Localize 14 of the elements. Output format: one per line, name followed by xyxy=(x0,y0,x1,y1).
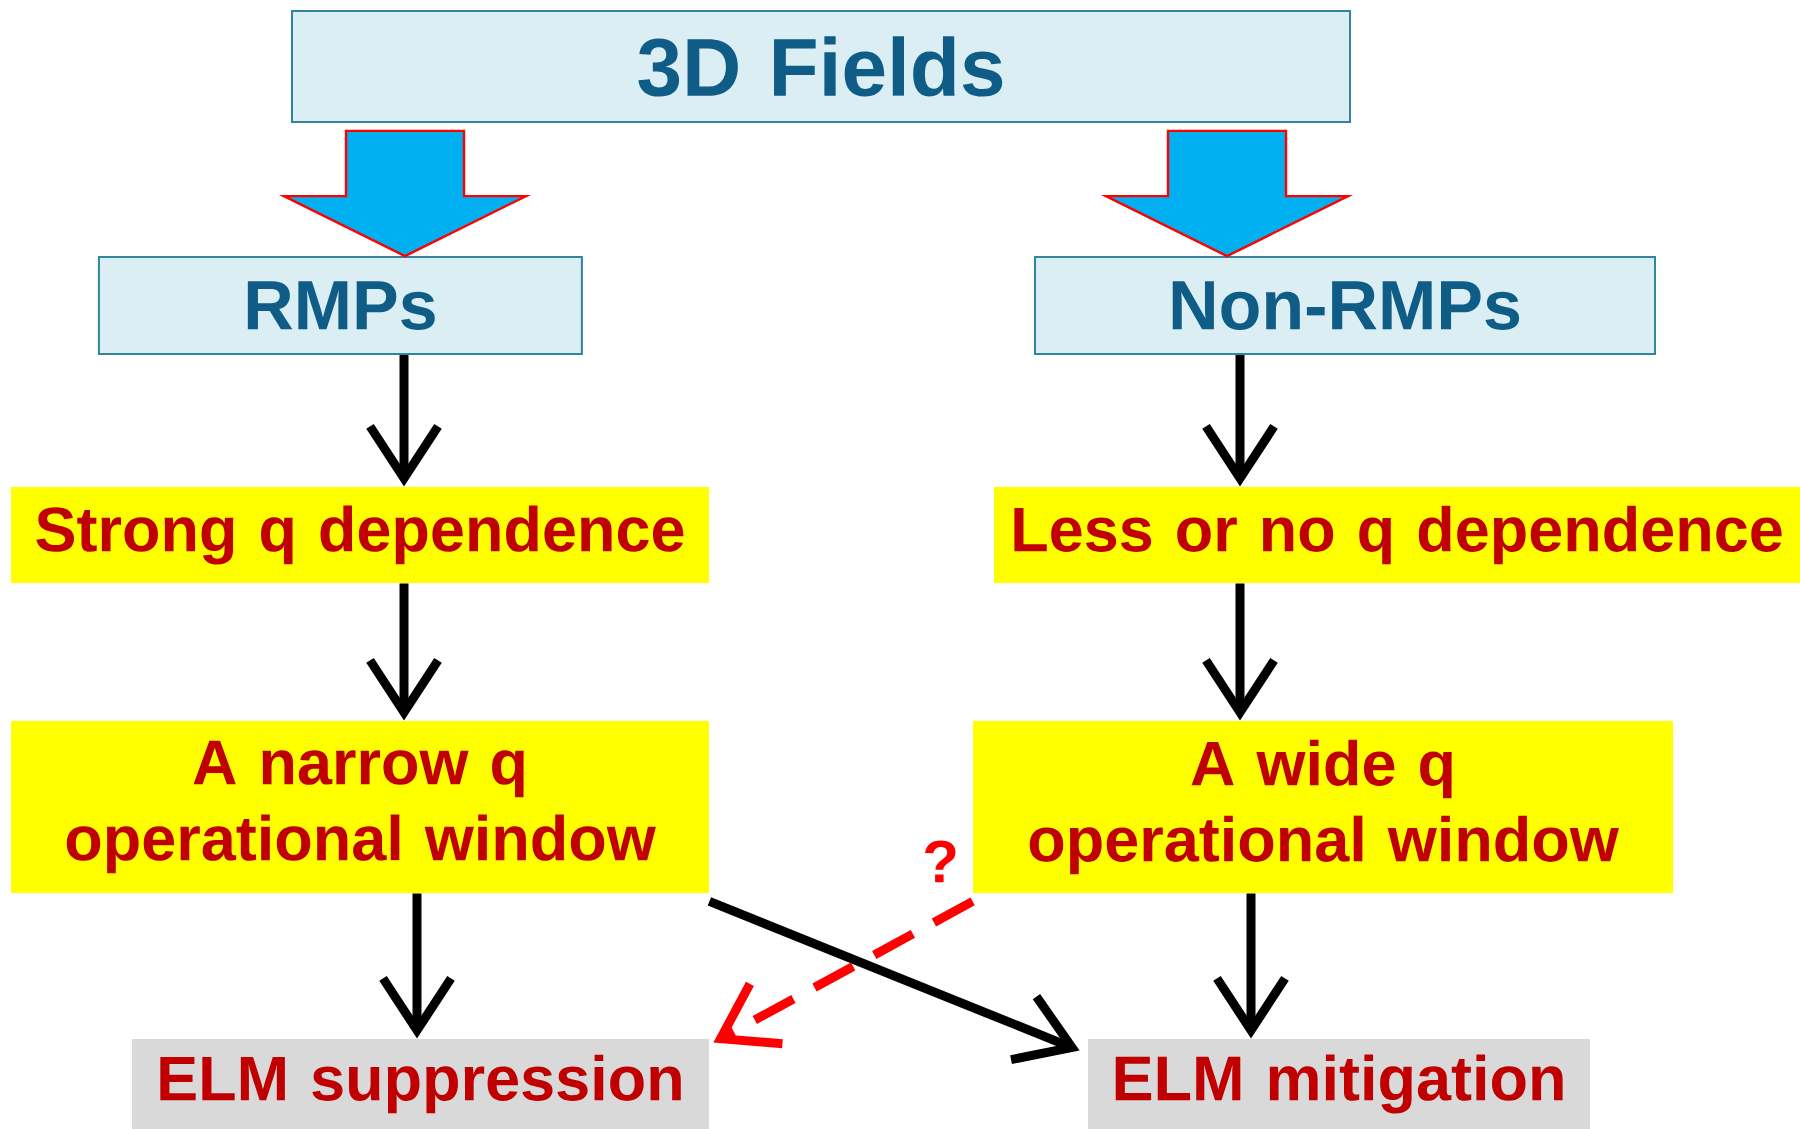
process-box: A wide q operational window xyxy=(973,721,1673,893)
outcome-box: ELM suppression xyxy=(131,1039,709,1129)
category-box: RMPs xyxy=(97,256,583,356)
process-box: Strong q dependence xyxy=(11,487,709,583)
outcome-box: ELM mitigation xyxy=(1088,1039,1590,1129)
category-box: Non-RMPs xyxy=(1034,256,1656,356)
block-arrow xyxy=(278,129,532,258)
dashed-arrow xyxy=(713,897,975,1049)
header-box: 3D Fields xyxy=(291,9,1351,123)
edge-label: ? xyxy=(925,840,956,883)
block-arrow xyxy=(1100,129,1354,258)
arrow xyxy=(707,897,1080,1065)
process-box: A narrow q operational window xyxy=(11,721,709,893)
process-box: Less or no q dependence xyxy=(994,487,1800,583)
